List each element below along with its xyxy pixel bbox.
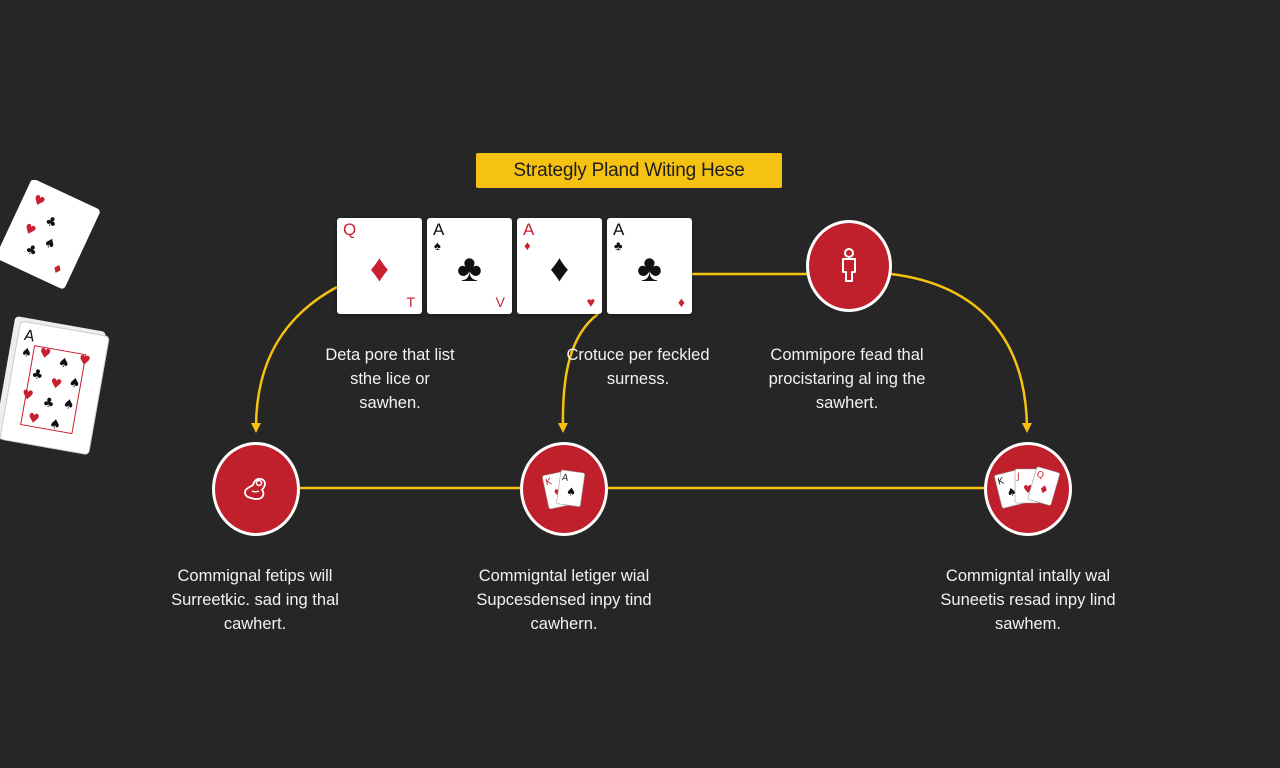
playing-card-ace-clubs: A ♠ ♣ V [427, 218, 512, 314]
desc-line: sthe lice or [350, 370, 430, 388]
desc-line: Deta pore that list [325, 346, 455, 364]
svg-text:♥: ♥ [38, 346, 52, 363]
desc-line: cawhern. [530, 615, 598, 633]
card-corner-mark: T [406, 294, 415, 310]
playing-card-queen-diamonds: Q ♦ T [337, 218, 422, 314]
bottom-description-3: Commigntal intally wal Suneetis resad in… [912, 564, 1144, 636]
card-rank: A [433, 220, 445, 239]
diamond-icon: ♦ [369, 248, 390, 290]
svg-text:♦: ♦ [50, 261, 66, 278]
spade-icon: ♠ [434, 238, 441, 253]
top-description-2: Crotuce per feckled surness. [538, 343, 738, 391]
diamond-corner-icon: ♦ [677, 294, 685, 310]
svg-text:♠: ♠ [20, 345, 33, 361]
desc-line: sawhen. [359, 394, 421, 412]
svg-text:♠: ♠ [62, 397, 76, 414]
desc-line: sawhert. [815, 394, 879, 412]
top-description-3: Commipore fead thal procistaring al ing … [737, 343, 957, 415]
svg-text:A: A [23, 326, 37, 346]
desc-line: Supcesdensed inpy tind [476, 591, 652, 609]
person-icon [842, 248, 856, 282]
svg-text:♠: ♠ [48, 417, 62, 434]
playing-card-ace-diamonds: A ♦ ♦ ♥ [517, 218, 602, 314]
cards-fan-icon: K ♥ A ♠ [542, 469, 585, 510]
card-corner-mark: V [495, 294, 505, 310]
top-node [806, 220, 892, 312]
svg-text:♣: ♣ [23, 242, 40, 261]
club-small-icon: ♣ [614, 238, 623, 253]
desc-line: Commipore fead thal [770, 346, 924, 364]
svg-text:♥: ♥ [21, 387, 35, 404]
desc-line: Commignal fetips will [177, 567, 333, 585]
scattered-cards-decoration: ♥ ♣ ♥ ♠ ♣ ♦ A ♠ ♥ ♠ ♥ ♣ ♥ ♠ ♥ ♣ ♠ ♥ ♠ [0, 180, 110, 455]
svg-text:♠: ♠ [67, 375, 81, 392]
svg-text:♥: ♥ [27, 411, 41, 428]
club-icon: ♣ [637, 248, 662, 290]
svg-text:K: K [997, 476, 1006, 487]
arrow-left [251, 285, 338, 433]
desc-line: cawhert. [223, 615, 287, 633]
bottom-node-1 [212, 442, 300, 536]
svg-text:J: J [1016, 472, 1020, 482]
top-description-1: Deta pore that list sthe lice or sawhen. [290, 343, 490, 415]
desc-line: Commigntal intally wal [945, 567, 1111, 585]
desc-line: sawhem. [994, 615, 1062, 633]
svg-text:♣: ♣ [30, 367, 44, 384]
bottom-node-3: K ♠ J ♥ Q ♦ [984, 442, 1072, 536]
diagram-title: Strategly Pland Witing Hese [476, 153, 782, 188]
svg-text:♠: ♠ [57, 355, 71, 372]
svg-text:♠: ♠ [565, 485, 577, 499]
svg-text:♦: ♦ [1037, 482, 1050, 497]
desc-line: procistaring al ing the [768, 370, 926, 388]
arrow-right [890, 272, 1032, 433]
desc-line: surness. [606, 370, 670, 388]
hand-icon [244, 477, 266, 500]
arrow-middle [557, 313, 599, 433]
heart-icon: ♥ [586, 294, 595, 310]
svg-text:♥: ♥ [21, 221, 38, 240]
desc-line: Suneetis resad inpy lind [940, 591, 1116, 609]
diamond-icon: ♦ [549, 248, 570, 290]
desc-line: Surreetkic. sad ing thal [171, 591, 339, 609]
bottom-description-1: Commignal fetips will Surreetkic. sad in… [140, 564, 370, 636]
svg-text:♥: ♥ [49, 376, 63, 393]
cards-spread-icon: K ♠ J ♥ Q ♦ [994, 466, 1060, 509]
svg-text:♠: ♠ [41, 235, 58, 254]
bottom-node-2: K ♥ A ♠ [520, 442, 608, 536]
svg-text:K: K [545, 477, 554, 488]
svg-text:♥: ♥ [30, 192, 47, 211]
card-rank: A [613, 220, 625, 239]
desc-line: Crotuce per feckled [566, 346, 710, 364]
svg-text:♣: ♣ [42, 213, 59, 232]
card-rank: A [523, 220, 535, 239]
diamond-small-icon: ♦ [524, 238, 531, 253]
playing-card-ace-clubs-2: A ♣ ♣ ♦ [607, 218, 692, 314]
desc-line: Commigntal letiger wial [478, 567, 650, 585]
bottom-description-2: Commigntal letiger wial Supcesdensed inp… [448, 564, 680, 636]
svg-text:♣: ♣ [42, 395, 56, 412]
svg-text:A: A [561, 473, 569, 484]
club-icon: ♣ [457, 248, 482, 290]
card-rank: Q [343, 220, 357, 239]
svg-text:Q: Q [1035, 470, 1045, 482]
svg-text:♥: ♥ [1023, 483, 1033, 496]
